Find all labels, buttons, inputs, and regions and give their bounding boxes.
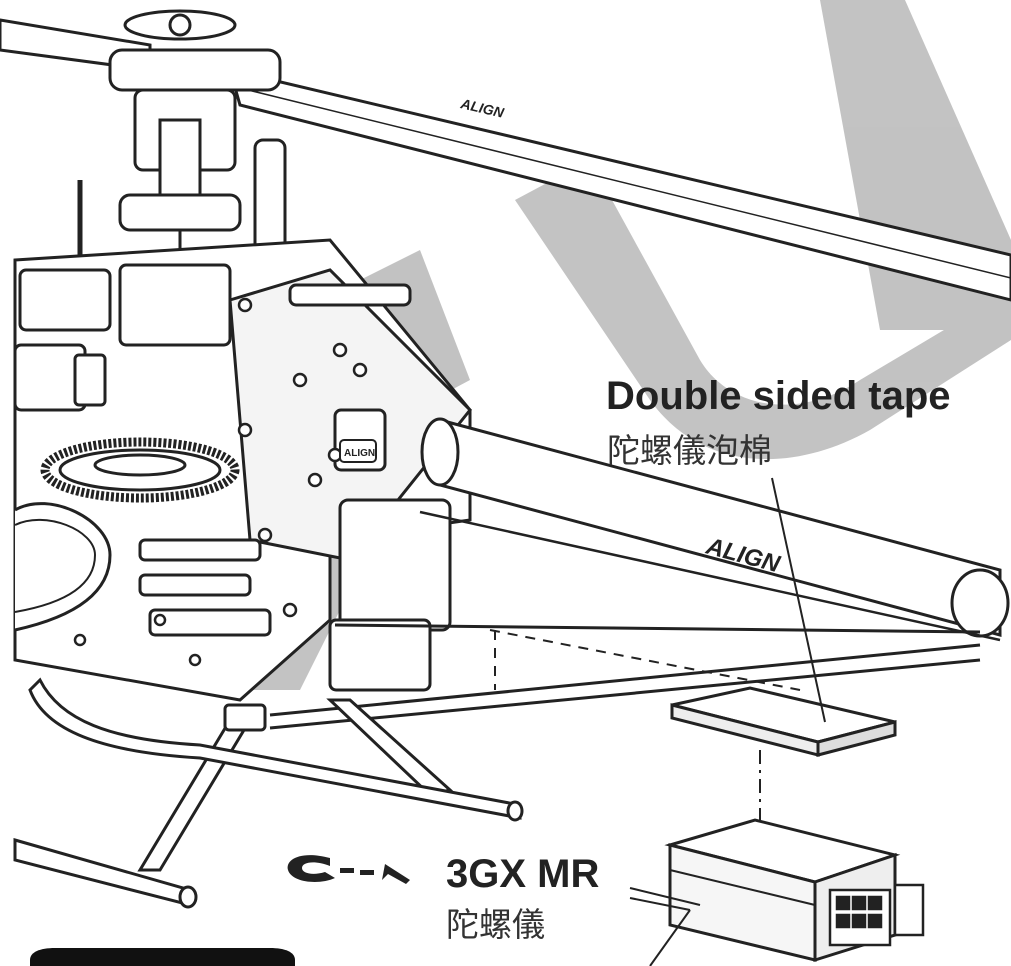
main-gear: [40, 437, 240, 503]
blade-logo: ALIGN: [458, 95, 506, 121]
tape-label-en: Double sided tape: [606, 374, 951, 418]
bottom-badge: [30, 948, 295, 966]
double-sided-tape-pad: [670, 686, 897, 757]
tail-support-rods: [269, 623, 981, 730]
frame-logo-badge: ALIGN: [339, 439, 377, 463]
landing-gear: [13, 677, 524, 909]
servo-left: [13, 343, 112, 632]
tail-boom: [419, 417, 1010, 642]
rotor-head: [77, 9, 287, 380]
main-rotor-blade: [0, 18, 1011, 302]
gyro-unit: [664, 818, 925, 963]
tape-label-zh: 陀螺儀泡棉: [607, 431, 772, 470]
main-frame: [13, 238, 473, 702]
gyro-connector-block: [828, 883, 925, 947]
mount-guide-lines: [489, 629, 801, 830]
gyro-label-zh: 陀螺儀: [446, 905, 545, 944]
frame-bolts: [73, 297, 368, 667]
gyro-label-en: 3GX MR: [446, 852, 600, 896]
svg-text:ALIGN: ALIGN: [344, 448, 375, 459]
leader-lines: [629, 477, 826, 966]
direction-arrow-icon: [287, 855, 410, 884]
